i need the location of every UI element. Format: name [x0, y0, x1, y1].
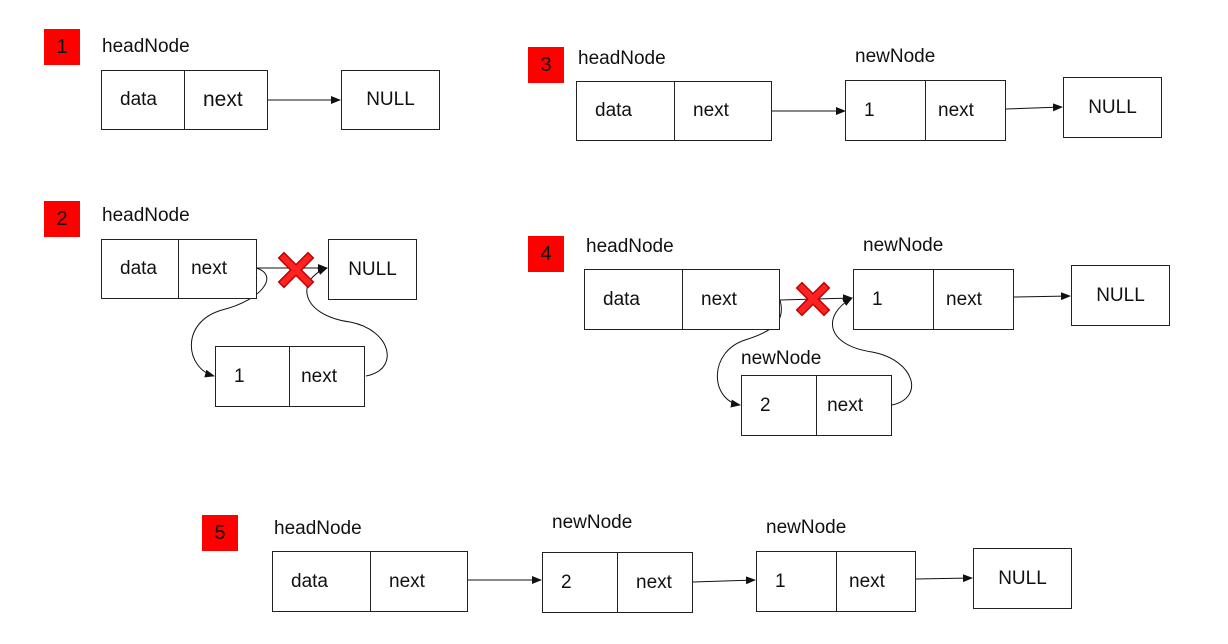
step4-badge: 4: [528, 236, 564, 272]
step1-head-data-cell: data: [120, 89, 157, 110]
step5-node1: 1 next: [756, 551, 916, 612]
step4-head-next-cell: next: [682, 270, 779, 329]
step2-head-label: headNode: [102, 205, 190, 226]
step2-badge: 2: [44, 201, 80, 237]
step4-new-to-null-arrow: [832, 297, 912, 406]
step4-inserted-node: 2 next: [741, 375, 892, 436]
step5-node2-to-node1-arrow: [692, 576, 756, 585]
step2-null-box: NULL: [328, 239, 417, 300]
step4-head-to-new-arrow: [716, 299, 782, 408]
step5-node1-data-cell: 1: [775, 570, 786, 592]
step5-badge: 5: [202, 515, 238, 551]
step3-node1-next-cell: next: [925, 81, 1005, 140]
step3-new-to-null-arrow: [1005, 103, 1063, 112]
step1-badge: 1: [44, 29, 80, 65]
step4-head-label: headNode: [586, 236, 674, 257]
step3-head-data-cell: data: [595, 100, 632, 121]
step2-inserted-data-cell: 1: [234, 365, 245, 387]
step3-badge: 3: [528, 47, 564, 83]
step4-node1-label: newNode: [863, 235, 944, 256]
step4-null-box: NULL: [1071, 265, 1170, 326]
step4-cross-icon: [795, 281, 831, 317]
step5-head-node: data next: [272, 551, 468, 612]
step4-inserted-data-cell: 2: [760, 394, 771, 416]
step1-head-node: data next: [101, 70, 268, 130]
step2-inserted-node: 1 next: [215, 346, 365, 407]
step5-head-next-cell: next: [370, 552, 467, 611]
step2-head-node: data next: [101, 239, 257, 299]
step4-head-node: data next: [584, 269, 780, 330]
step4-node1-data-cell: 1: [872, 288, 883, 310]
step3-node1-data-cell: 1: [864, 99, 875, 121]
step2-inserted-next-cell: next: [289, 347, 364, 406]
step1-null-box: NULL: [341, 70, 440, 130]
step3-head-label: headNode: [578, 48, 666, 69]
step5-node2-next-cell: next: [617, 553, 692, 612]
step5-node1-next-cell: next: [836, 552, 915, 611]
step5-null-box: NULL: [973, 548, 1072, 609]
step5-node2: 2 next: [542, 552, 693, 613]
step5-node2-label: newNode: [552, 512, 633, 533]
step5-head-label: headNode: [274, 518, 362, 539]
step2-head-to-new-arrow: [190, 267, 268, 378]
step4-node-to-null-arrow: [1013, 292, 1071, 301]
step5-head-data-cell: data: [291, 570, 328, 592]
step3-head-next-cell: next: [674, 82, 771, 140]
step3-node1: 1 next: [845, 80, 1006, 141]
step2-cross-icon: [277, 251, 315, 289]
step1-head-label: headNode: [102, 36, 190, 57]
step2-head-next-cell: next: [178, 240, 256, 298]
step5-node2-data-cell: 2: [561, 571, 572, 593]
step4-head-data-cell: data: [603, 288, 640, 310]
step4-node1: 1 next: [853, 269, 1014, 330]
step3-node1-label: newNode: [855, 46, 936, 67]
step3-head-node: data next: [576, 81, 772, 141]
step5-node1-label: newNode: [766, 517, 847, 538]
step4-inserted-label: newNode: [741, 348, 822, 369]
step4-inserted-next-cell: next: [816, 376, 891, 435]
step2-head-data-cell: data: [120, 258, 157, 279]
step4-node1-next-cell: next: [933, 270, 1013, 329]
step1-head-next-cell: next: [184, 71, 267, 129]
step5-node1-to-null-arrow: [915, 574, 973, 583]
step3-null-box: NULL: [1063, 77, 1162, 138]
